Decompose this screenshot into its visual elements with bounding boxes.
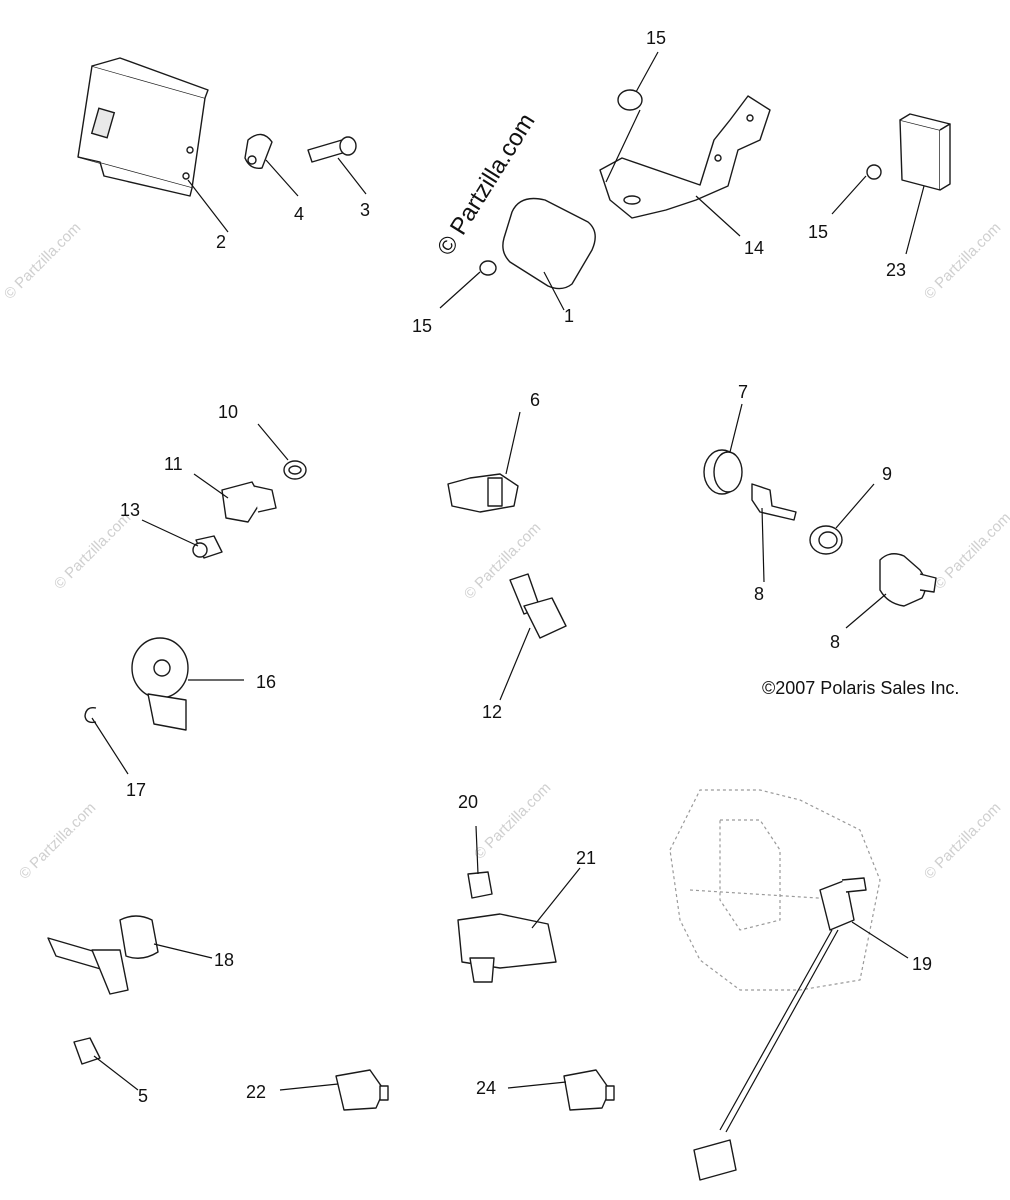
callout-6: 6 <box>530 390 540 410</box>
part-8-switch[interactable] <box>879 553 937 607</box>
callout-11: 11 <box>164 454 183 474</box>
callout-8a: 8 <box>754 584 764 604</box>
part-3-bolt[interactable] <box>307 136 357 163</box>
callout-labels: 1 2 3 4 5 6 7 8 8 9 10 11 12 13 14 15 15… <box>120 28 932 1106</box>
part-10-o-ring[interactable] <box>283 460 307 480</box>
part-15-screw-top[interactable] <box>617 89 643 111</box>
callout-8b: 8 <box>830 632 840 652</box>
part-5-pin[interactable] <box>73 1037 101 1065</box>
part-19-sensor[interactable] <box>693 877 867 1181</box>
part-12-temp-sensor[interactable] <box>509 573 567 639</box>
part-22-switch[interactable] <box>335 1069 389 1111</box>
callout-14: 14 <box>744 238 764 258</box>
callout-21: 21 <box>576 848 596 868</box>
callout-19: 19 <box>912 954 932 974</box>
callout-22: 22 <box>246 1082 266 1102</box>
callout-20: 20 <box>458 792 478 812</box>
part-9-nut[interactable] <box>809 525 843 555</box>
callout-13: 13 <box>120 500 140 520</box>
watermark-6: © Partzilla.com <box>921 219 1004 302</box>
part-1-cover[interactable] <box>502 197 596 290</box>
callout-12: 12 <box>482 702 502 722</box>
leader-lines <box>91 51 925 1091</box>
watermark-3: © Partzilla.com <box>16 799 99 882</box>
callout-17: 17 <box>126 780 146 800</box>
copyright-notice: ©2007 Polaris Sales Inc. <box>762 678 960 698</box>
part-21-map-sensor[interactable] <box>457 913 557 983</box>
callout-24: 24 <box>476 1078 496 1098</box>
watermark-8: © Partzilla.com <box>921 799 1004 882</box>
part-17-clip[interactable] <box>84 706 97 724</box>
callout-23: 23 <box>886 260 906 280</box>
part-15-screw-right[interactable] <box>866 164 882 180</box>
part-11-sensor[interactable] <box>221 481 277 523</box>
watermark-1: © Partzilla.com <box>1 219 84 302</box>
background-watermarks: © Partzilla.com © Partzilla.com © Partzi… <box>1 219 1010 882</box>
part-13-bolt[interactable] <box>192 535 223 559</box>
callout-2: 2 <box>216 232 226 252</box>
part-14-bracket[interactable] <box>599 95 771 219</box>
watermark-2: © Partzilla.com <box>51 509 134 592</box>
callout-3: 3 <box>360 200 370 220</box>
part-20-bolt[interactable] <box>467 871 493 899</box>
part-2-ecu-box[interactable] <box>77 57 209 197</box>
part-16-knock-sensor[interactable] <box>131 637 189 731</box>
part-24-switch[interactable] <box>563 1069 615 1111</box>
part-6-plug[interactable] <box>447 473 519 513</box>
callout-15c: 15 <box>808 222 828 242</box>
callout-9: 9 <box>882 464 892 484</box>
callout-10: 10 <box>218 402 238 422</box>
callout-18: 18 <box>214 950 234 970</box>
part-4-clamp[interactable] <box>244 133 273 169</box>
callout-15a: 15 <box>646 28 666 48</box>
callout-4: 4 <box>294 204 304 224</box>
watermark-7: © Partzilla.com <box>931 509 1010 592</box>
callout-15b: 15 <box>412 316 432 336</box>
callout-16: 16 <box>256 672 276 692</box>
callout-5: 5 <box>138 1086 148 1106</box>
part-7-cap[interactable] <box>703 449 743 495</box>
part-23-relay[interactable] <box>899 113 951 191</box>
callout-7: 7 <box>738 382 748 402</box>
part-15-screw-left[interactable] <box>479 260 497 276</box>
part-18-injector[interactable] <box>47 915 159 995</box>
watermark-5: © Partzilla.com <box>471 779 554 862</box>
callout-1: 1 <box>564 306 574 326</box>
part-8-tab[interactable] <box>751 483 797 521</box>
